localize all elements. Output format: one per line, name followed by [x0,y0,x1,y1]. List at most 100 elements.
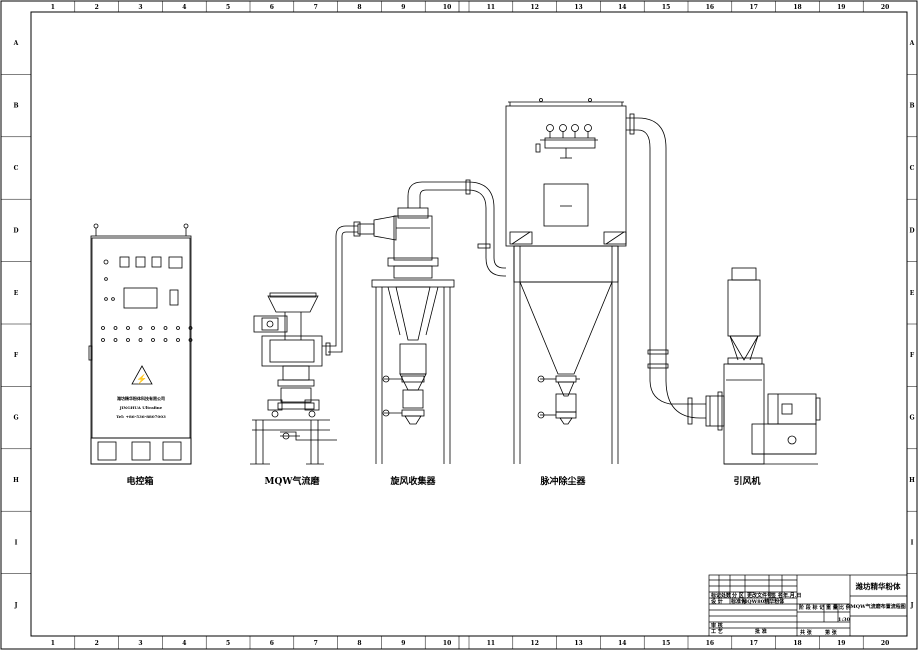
column-index-bottom: 8 [357,640,361,647]
panel-brand-text: JINGHUA Ultrafine [119,405,163,410]
jet-mill-drawing [250,221,361,465]
tb-cell-total-sheets: 共 张 [800,629,813,636]
column-index-bottom: 5 [226,640,230,647]
column-index-bottom: 15 [662,640,670,647]
column-index-top: 9 [401,4,405,11]
tb-cell-sheet-no: 第 张 [825,629,838,636]
tb-cell-zone: 分 区 [732,592,744,599]
tb-cell-approve: 批 准 [755,628,767,635]
tb-cell-process: 工 艺 [711,628,723,635]
row-index-left: F [14,352,19,359]
tb-cell-sign: 签 名 [770,592,783,599]
row-index-right: F [910,352,915,359]
title-block-code: MQW80精华粉体 [742,598,785,605]
hazard-icon: ⚡ [136,373,147,385]
cyclone-collector-drawing [357,179,506,464]
title-block-company: 潍坊精华粉体 [856,581,901,591]
column-index-bottom: 4 [182,640,186,647]
column-index-bottom: 12 [531,640,539,647]
title-block-scale: 1:30 [838,617,851,623]
title-block [708,574,908,637]
tb-cell-standard: 标准化 [730,598,746,605]
row-index-right: C [910,165,915,172]
cabinet-button-icon [138,338,143,342]
column-index-top: 13 [574,4,582,11]
column-index-top: 7 [314,4,318,11]
row-index-left: I [15,539,18,546]
induced-fan-drawing [705,267,821,465]
panel-company-text: 潍坊精华粉体科技有限公司 [117,395,165,401]
cabinet-button-icon [113,326,118,330]
tb-cell-ratio: 比 例 [839,604,851,611]
title-block-drawing-title: MQW气流磨布置流程图 [850,603,906,610]
column-index-top: 19 [837,4,845,11]
row-index-left: H [13,477,19,484]
column-index-top: 18 [793,4,801,11]
column-index-top: 15 [662,4,670,11]
column-index-bottom: 10 [443,640,451,647]
column-index-top: 20 [881,4,889,11]
column-index-bottom: 14 [618,640,626,647]
label-cyclone-collector: 旋风收集器 [389,475,436,487]
row-index-right: B [909,103,914,110]
label-induced-fan: 引风机 [733,475,760,487]
row-index-right: D [909,227,914,234]
column-index-bottom: 6 [270,640,274,647]
cabinet-button-icon [176,338,180,342]
row-index-left: D [13,227,18,234]
column-index-top: 5 [226,4,230,11]
column-index-top: 2 [95,4,99,11]
cabinet-button-icon [176,326,180,330]
cabinet-button-icon [188,326,193,330]
column-index-top: 1 [51,4,55,11]
column-index-top: 11 [487,4,495,11]
row-index-right: I [911,539,914,546]
column-index-top: 6 [270,4,274,11]
cabinet-button-icon [151,326,155,330]
cabinet-button-icon [163,326,168,330]
cabinet-button-icon [138,326,143,330]
cabinet-button-icon [101,326,105,330]
cabinet-button-icon [126,338,130,342]
row-index-left: A [13,40,19,47]
cabinet-button-icon [101,338,105,342]
tb-cell-weight: 重 量 [826,604,838,611]
column-index-top: 12 [531,4,539,11]
cabinet-button-icon [113,338,118,342]
inner-border [30,11,908,637]
tb-cell-date: 年.月.日 [783,592,801,599]
column-index-bottom: 19 [837,640,845,647]
column-index-top: 16 [706,4,714,11]
row-index-right: E [910,290,915,297]
column-index-top: 17 [750,4,758,11]
column-index-bottom: 18 [793,640,801,647]
pulse-dust-collector-drawing [505,98,706,464]
row-index-left: C [14,165,19,172]
column-index-top: 10 [443,4,451,11]
column-index-bottom: 13 [574,640,582,647]
column-index-bottom: 1 [51,640,55,647]
control-cabinet-drawing: ⚡ [88,223,193,465]
column-index-bottom: 20 [881,640,889,647]
cabinet-button-icon [126,326,130,330]
row-index-right: J [910,602,914,609]
row-index-left: E [14,290,19,297]
column-index-bottom: 9 [401,640,405,647]
row-index-right: H [909,477,915,484]
tb-cell-design: 设 计 [711,598,723,605]
cabinet-button-icon [188,338,193,342]
cabinet-button-icon [151,338,155,342]
row-index-left: B [13,103,18,110]
row-index-right: G [909,415,914,422]
tb-cell-change-doc: 更改文件号 [747,592,772,599]
row-index-left: G [13,415,18,422]
panel-phone-text: Tel: +86-536-8807003 [116,414,166,419]
column-index-bottom: 2 [95,640,99,647]
column-index-bottom: 17 [750,640,758,647]
tb-cell-mark: 标记 [710,592,721,599]
column-index-bottom: 3 [138,640,142,647]
row-index-right: A [909,40,915,47]
label-control-cabinet: 电控箱 [126,475,153,487]
